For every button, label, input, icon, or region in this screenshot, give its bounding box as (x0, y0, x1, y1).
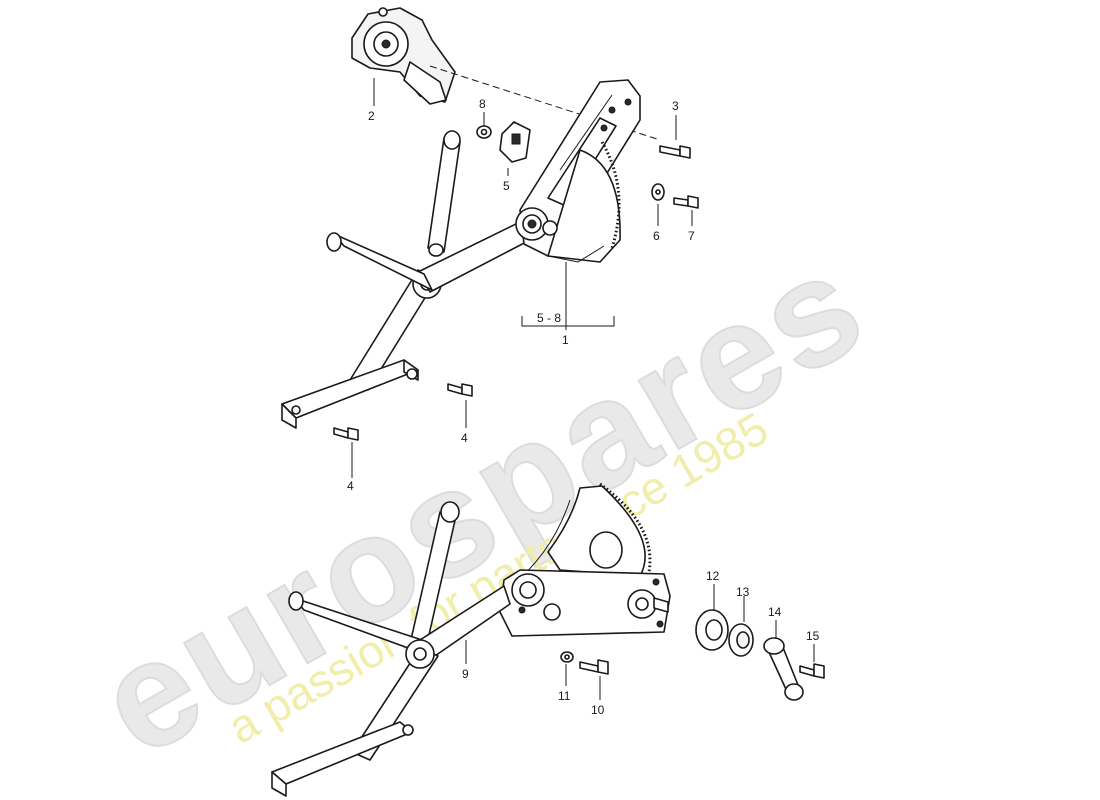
callout-9: 9 (462, 667, 469, 681)
rosette-part-12 (695, 609, 729, 651)
callout-1: 1 (562, 333, 569, 347)
callout-6: 6 (653, 229, 660, 243)
nut-part-8 (476, 125, 492, 139)
crank-handle-part-14 (763, 637, 804, 701)
callout-7: 7 (688, 229, 695, 243)
screw-part-7 (673, 195, 699, 209)
callout-4b: 4 (347, 479, 354, 493)
callout-11: 11 (558, 689, 571, 703)
screw-part-15 (799, 663, 825, 679)
callout-5: 5 (503, 179, 510, 193)
screw-part-3 (659, 145, 691, 159)
leader-lines (351, 78, 815, 700)
nut-part-11 (560, 651, 574, 663)
callout-10: 10 (591, 703, 605, 717)
callout-12: 12 (706, 569, 720, 583)
callout-14: 14 (768, 605, 782, 619)
callouts: 2 3 8 5 6 7 5 - 8 1 4 4 9 11 10 12 13 14… (347, 97, 820, 717)
screw-part-4b (333, 427, 359, 441)
watermark: eurospares a passion for parts since 198… (71, 217, 892, 789)
lower-window-regulator (271, 482, 825, 797)
watermark-brand: eurospares (72, 218, 891, 788)
window-motor-part-2 (351, 7, 456, 105)
slider-part-5 (499, 121, 531, 163)
upper-window-regulator (281, 7, 699, 441)
callout-8: 8 (479, 97, 486, 111)
washer-part-6 (651, 183, 665, 201)
screw-part-10 (579, 659, 609, 675)
spring-washer-part-13 (728, 623, 754, 657)
callout-5-8: 5 - 8 (537, 311, 561, 325)
screw-part-4a (447, 383, 473, 397)
callout-13: 13 (736, 585, 750, 599)
callout-4a: 4 (461, 431, 468, 445)
callout-2: 2 (368, 109, 375, 123)
callout-15: 15 (806, 629, 820, 643)
callout-3: 3 (672, 99, 679, 113)
